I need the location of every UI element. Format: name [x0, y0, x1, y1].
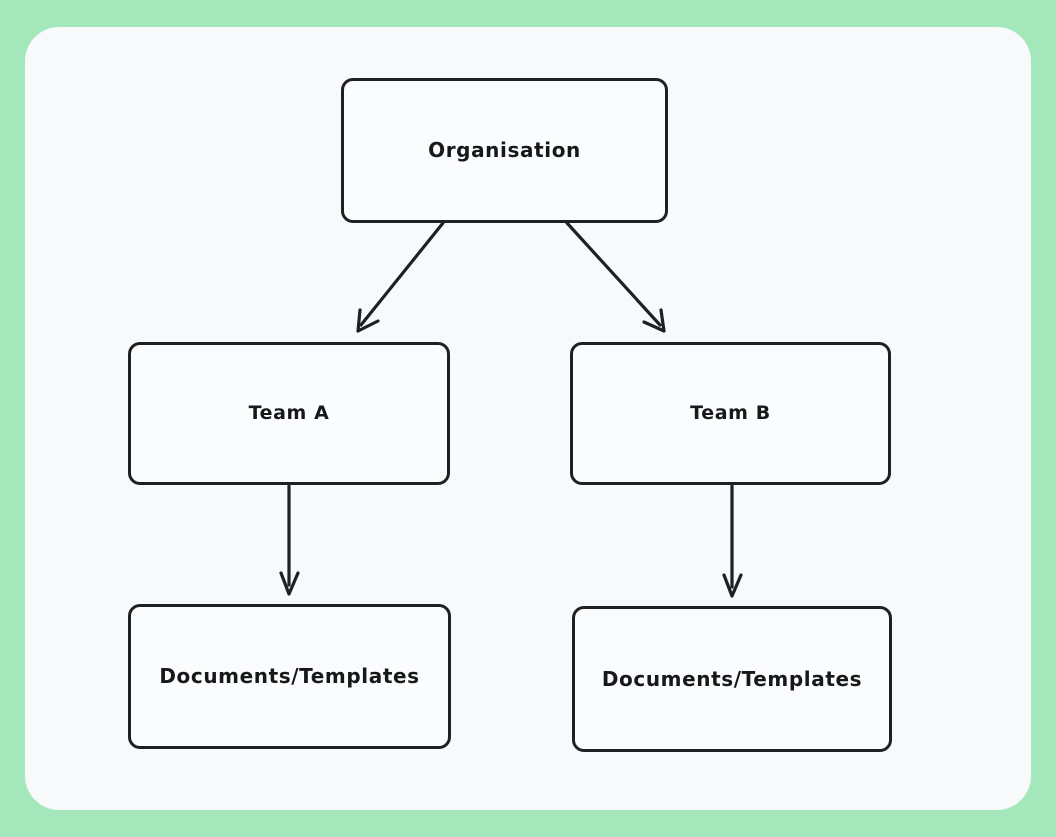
node-documents-templates-b-label: Documents/Templates: [601, 666, 863, 691]
node-documents-templates-a-label: Documents/Templates: [159, 664, 420, 688]
edge-team-a-to-docs-a: [279, 484, 300, 596]
node-team-b-label: Team B: [690, 401, 771, 424]
node-team-a[interactable]: Team A: [128, 342, 450, 485]
edge-team-b-to-docs-b: [722, 484, 743, 598]
edge-organisation-to-team-b: [565, 221, 666, 333]
node-team-b[interactable]: Team B: [570, 342, 891, 485]
node-team-a-label: Team A: [248, 401, 330, 424]
edge-organisation-to-team-a: [356, 221, 445, 333]
node-documents-templates-b[interactable]: Documents/Templates: [572, 606, 892, 752]
node-organisation[interactable]: Organisation: [341, 78, 668, 223]
node-organisation-label: Organisation: [428, 138, 581, 162]
node-documents-templates-a[interactable]: Documents/Templates: [128, 604, 451, 749]
